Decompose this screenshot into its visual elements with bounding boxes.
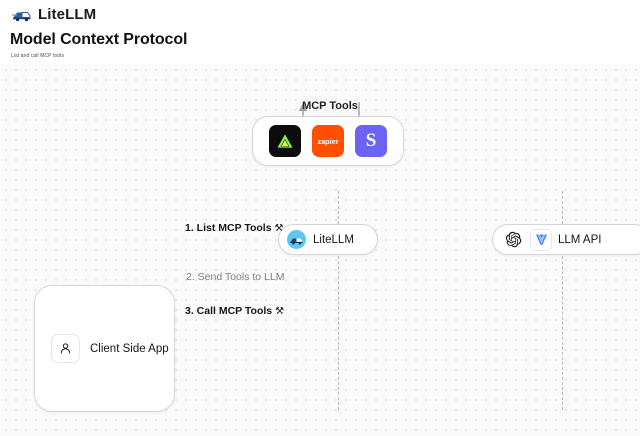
- mcp-tools-label: MCP Tools: [302, 100, 358, 112]
- tools-glyph-icon: ⚒: [275, 306, 285, 317]
- mcp-tool-icon-dark[interactable]: [269, 125, 301, 157]
- lifeline-llm-api: [562, 191, 563, 410]
- page-title: Model Context Protocol: [10, 31, 188, 48]
- user-icon: [51, 334, 80, 363]
- brand-name: LiteLLM: [38, 6, 97, 23]
- llm-api-node[interactable]: LLM API: [492, 224, 640, 255]
- openai-logo-icon: [502, 228, 524, 251]
- mcp-tool-icon-slack[interactable]: S: [355, 125, 387, 157]
- message-list-mcp-tools-label: 1. List MCP Tools⚒: [185, 222, 284, 234]
- message-call-mcp-tools-label: 3. Call MCP Tools⚒: [185, 305, 285, 317]
- lifeline-litellm: [338, 191, 339, 410]
- litellm-node-label: LiteLLM: [313, 233, 354, 246]
- page-subtitle: List and call MCP tools: [11, 53, 65, 59]
- litellm-avatar-icon: [287, 230, 306, 249]
- message-send-tools-to-llm-label: 2. Send Tools to LLM: [186, 271, 285, 283]
- client-side-app-node[interactable]: Client Side App: [34, 285, 175, 412]
- mcp-tools-node[interactable]: zapier S: [252, 116, 404, 166]
- tools-glyph-icon: ⚒: [274, 223, 284, 234]
- mcp-tool-icon-zapier[interactable]: zapier: [312, 125, 344, 157]
- llm-api-node-label: LLM API: [558, 233, 602, 246]
- litellm-logo-icon: [11, 7, 32, 23]
- litellm-node[interactable]: LiteLLM: [278, 224, 378, 255]
- diagram-canvas[interactable]: MCP Tools zapier S: [0, 64, 640, 436]
- client-side-app-label: Client Side App: [90, 342, 169, 355]
- vertex-ai-logo-icon: [530, 228, 552, 251]
- brand: LiteLLM: [11, 6, 97, 23]
